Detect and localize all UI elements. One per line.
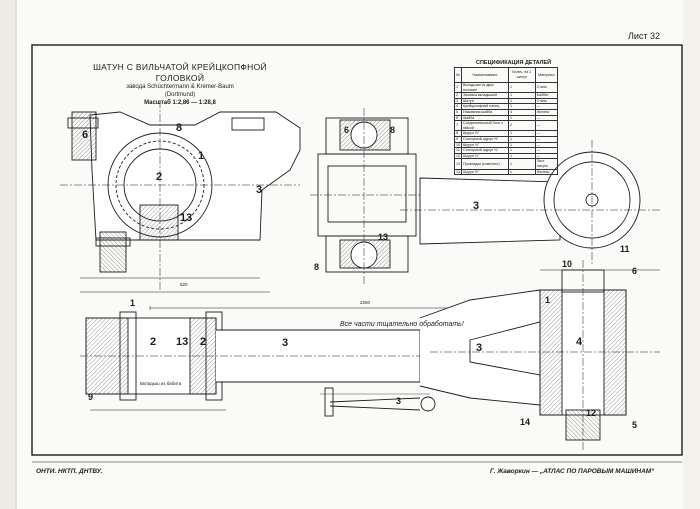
spec-table-cell: Шуруп ½″ bbox=[461, 168, 509, 176]
spec-table-cell: — bbox=[534, 103, 559, 110]
spec-table-cell: Соединительный болт с гайкой bbox=[461, 120, 509, 132]
spec-table-cell: Крейцкопфный палец bbox=[461, 103, 509, 110]
part-label: 1 bbox=[545, 295, 551, 305]
spec-table-cell: Железо bbox=[534, 109, 559, 116]
part-label: 8 bbox=[314, 262, 320, 272]
spec-table-cell: — bbox=[534, 120, 559, 132]
part-label: 3 bbox=[396, 396, 402, 406]
spec-table-cell: Лист. латунь bbox=[534, 158, 559, 170]
spec-table-cell: 5 bbox=[454, 109, 462, 116]
page-edge bbox=[683, 0, 700, 509]
part-label: 9 bbox=[88, 392, 94, 402]
big-end-front-view bbox=[60, 100, 301, 293]
spec-table-cell: Шатун bbox=[461, 97, 509, 105]
part-label: 5 bbox=[632, 420, 638, 430]
spec-table-cell: Баббит bbox=[534, 92, 559, 99]
fork-plan-view bbox=[419, 260, 660, 450]
lining-label: Вкладыш из бабита bbox=[140, 381, 182, 386]
part-label: 3 bbox=[282, 337, 289, 349]
spec-table-cell: 1 bbox=[454, 81, 462, 94]
spec-header-material: Материал bbox=[534, 67, 559, 83]
maker-line2: (Dortmund) bbox=[164, 92, 196, 98]
drawing-title-line1: ШАТУН С ВИЛЬЧАТОЙ КРЕЙЦКОПФНОЙ bbox=[93, 62, 267, 72]
maker-line1: завода Schüchtermann & Kremer-Baum bbox=[126, 84, 234, 90]
spec-table-cell: 1 bbox=[507, 81, 536, 94]
part-label: 1 bbox=[198, 150, 205, 162]
drawing-title-line2: ГОЛОВКОЙ bbox=[155, 73, 205, 83]
spec-table-cell: 14 bbox=[454, 168, 462, 176]
footer-atlas-title: Г. Жаворкин — „АТЛАС ПО ПАРОВЫМ МАШИНАМ“ bbox=[490, 468, 655, 475]
part-label: 13 bbox=[176, 336, 189, 348]
spec-header-num: № bbox=[454, 67, 462, 83]
spec-header-qty: Колич. на 1 шатун bbox=[507, 67, 536, 83]
dimension-620: 620 bbox=[180, 282, 188, 287]
scale-label: Масштаб 1:2,86 — 1:28,8 bbox=[144, 100, 216, 106]
part-label: 3 bbox=[476, 342, 483, 354]
big-end-plan-view bbox=[80, 311, 430, 411]
part-label: 8 bbox=[390, 125, 396, 135]
spec-table-cell: Заливка вкладышей bbox=[461, 92, 509, 99]
part-label: 13 bbox=[180, 212, 193, 224]
spec-table-title: СПЕЦИФИКАЦИЯ ДЕТАЛЕЙ bbox=[476, 60, 552, 66]
binding-edge bbox=[0, 0, 16, 509]
part-label: 6 bbox=[82, 129, 89, 141]
spec-table-cell: 1 bbox=[507, 158, 536, 170]
part-label: 2 bbox=[150, 336, 157, 348]
spec-table-cell: 3 bbox=[454, 97, 462, 105]
machining-note: Все части тщательно обработать! bbox=[340, 321, 464, 328]
spec-table-cell: 13 bbox=[454, 158, 462, 170]
spec-table-cell: Нажимная шайба bbox=[461, 109, 509, 116]
big-end-side-view bbox=[310, 108, 425, 285]
part-label: 3 bbox=[256, 184, 263, 196]
spec-table-cell: 2 bbox=[507, 120, 536, 132]
small-rod-sketch bbox=[320, 387, 436, 417]
part-label: 11 bbox=[620, 244, 630, 254]
spec-table: № Наименование Колич. на 1 шатун Материа… bbox=[454, 67, 559, 176]
part-label: 2 bbox=[156, 171, 163, 183]
part-label: 13 bbox=[378, 232, 389, 242]
spec-table-cell: Сталь bbox=[534, 97, 559, 105]
spec-table-cell: 1 bbox=[507, 168, 536, 176]
part-label: 6 bbox=[632, 266, 638, 276]
spec-table-cell: Сталь bbox=[534, 81, 559, 94]
drawing-border bbox=[31, 44, 683, 456]
spec-table-cell: 4 bbox=[454, 103, 462, 110]
spec-header-name: Наименование bbox=[461, 67, 509, 83]
part-label: 14 bbox=[520, 417, 531, 427]
part-label: 12 bbox=[586, 408, 597, 418]
spec-table-cell: 2 bbox=[454, 92, 462, 99]
part-label: 3 bbox=[473, 200, 480, 212]
rod-elevation-view bbox=[400, 140, 660, 271]
part-label: 4 bbox=[576, 336, 583, 348]
spec-table-cell: Железо bbox=[534, 168, 559, 176]
part-label: 10 bbox=[562, 259, 573, 269]
spec-table-cell: Прокладки (комплект) bbox=[461, 158, 509, 170]
sheet-number: Лист 32 bbox=[628, 31, 661, 41]
part-label: 6 bbox=[344, 125, 350, 135]
part-label: 8 bbox=[176, 122, 183, 134]
overall-length-dimension: 2250 bbox=[360, 300, 371, 305]
spec-table-cell: 7 bbox=[454, 120, 462, 132]
part-label: 1 bbox=[130, 298, 136, 308]
footer-publisher: ОНТИ. НКТП. ДНТВУ. bbox=[36, 468, 103, 475]
part-label: 2 bbox=[200, 336, 207, 348]
spec-table-cell: Вкладыши из двух половин bbox=[461, 81, 509, 94]
